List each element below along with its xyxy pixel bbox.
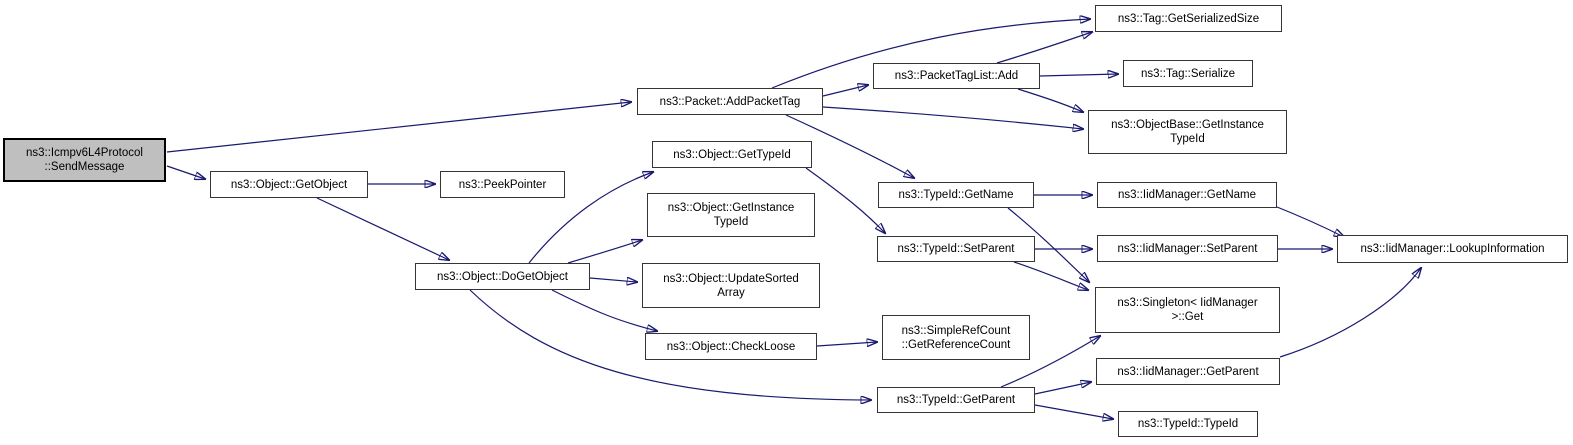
node-label: TypeId (713, 216, 749, 228)
node-label: ns3::IidManager::SetParent (1117, 242, 1258, 255)
node-iidmanager-getname[interactable]: ns3::IidManager::GetName (1097, 182, 1277, 208)
node-label: ns3::Object::DoGetObject (436, 270, 569, 283)
node-typeid-getname[interactable]: ns3::TypeId::GetName (878, 182, 1034, 208)
node-label: >::Get (1171, 311, 1204, 323)
edge-add-packet-tag-to-objectbase-get-instance-type-id (822, 106, 1083, 129)
edge-do-get-object-to-update-sorted-array (589, 278, 637, 282)
node-label: ns3::TypeId::GetName (898, 189, 1014, 201)
edge-do-get-object-to-type-id-get-parent (469, 289, 871, 400)
node-singleton-iidmanager-get[interactable]: ns3::Singleton< IidManager >::Get (1095, 287, 1280, 333)
node-label: ns3::TypeId::GetParent (896, 394, 1016, 406)
node-label: ns3::TypeId::SetParent (897, 243, 1015, 255)
node-object-gettypeid[interactable]: ns3::Object::GetTypeId (652, 141, 812, 168)
node-label: ns3::Singleton< IidManager (1117, 297, 1258, 309)
edge-type-id-get-parent-to-iid-manager-get-parent (1034, 382, 1091, 395)
node-typeid-setparent[interactable]: ns3::TypeId::SetParent (877, 236, 1035, 262)
edge-packet-tag-list-add-to-tag-serialize (1039, 74, 1118, 76)
node-label: ns3::Packet::AddPacketTag (659, 95, 801, 108)
node-peekpointer[interactable]: ns3::PeekPointer (440, 171, 565, 198)
edge-do-get-object-to-check-loose (551, 289, 657, 331)
edge-do-get-object-to-object-get-type-id (528, 172, 653, 264)
edge-send-message-to-get-object (166, 165, 205, 179)
node-tag-getserializedsize[interactable]: ns3::Tag::GetSerializedSize (1095, 5, 1282, 32)
node-iidmanager-getparent[interactable]: ns3::IidManager::GetParent (1096, 358, 1280, 385)
node-label: ns3::Tag::Serialize (1141, 67, 1235, 80)
node-object-getobject[interactable]: ns3::Object::GetObject (210, 171, 368, 198)
node-label: ns3::Object::GetObject (230, 178, 348, 191)
edge-type-id-get-parent-to-singleton-get (1000, 336, 1100, 388)
node-simplerefcount-getreferencecount[interactable]: ns3::SimpleRefCount ::GetReferenceCount (882, 315, 1030, 360)
node-label: ns3::ObjectBase::GetInstance (1111, 119, 1264, 131)
edge-add-packet-tag-to-type-id-get-name (785, 114, 914, 178)
node-label: ::GetReferenceCount (901, 338, 1011, 351)
edge-get-object-to-do-get-object (316, 197, 449, 260)
edge-packet-tag-list-add-to-tag-get-serialized-size (996, 32, 1092, 64)
node-iidmanager-setparent[interactable]: ns3::IidManager::SetParent (1097, 235, 1278, 262)
node-typeid-typeid[interactable]: ns3::TypeId::TypeId (1118, 411, 1258, 437)
node-label: ns3::IidManager::GetName (1117, 189, 1257, 201)
edge-type-id-get-parent-to-type-id-ctor (1034, 404, 1113, 419)
node-object-updatesortedarray[interactable]: ns3::Object::UpdateSorted Array (642, 263, 820, 308)
edge-type-id-get-name-to-singleton-get (1007, 207, 1089, 282)
edge-type-id-set-parent-to-singleton-get (1013, 261, 1088, 290)
node-label: ns3::PacketTagList::Add (894, 70, 1019, 82)
node-label: ns3::Object::CheckLoose (666, 340, 796, 353)
node-label: ns3::Object::GetInstance (667, 202, 795, 214)
node-label: ns3::Object::UpdateSorted (663, 272, 799, 285)
node-label: ns3::Object::GetTypeId (673, 148, 791, 161)
edge-send-message-to-add-packet-tag (166, 102, 631, 153)
node-label: ::SendMessage (44, 161, 125, 173)
node-typeid-getparent[interactable]: ns3::TypeId::GetParent (877, 387, 1035, 413)
node-label: Array (717, 286, 745, 299)
node-label: TypeId (1170, 133, 1205, 145)
node-packettaglist-add[interactable]: ns3::PacketTagList::Add (873, 63, 1040, 89)
node-object-checkloose[interactable]: ns3::Object::CheckLoose (645, 333, 817, 360)
edge-iid-manager-get-parent-to-lookup-information (1279, 268, 1421, 358)
edge-do-get-object-to-object-get-instance-type-id (567, 240, 642, 264)
node-label: ns3::Tag::GetSerializedSize (1117, 12, 1260, 25)
edge-iid-manager-get-name-to-lookup-information (1276, 206, 1344, 237)
node-packet-addpackettag[interactable]: ns3::Packet::AddPacketTag (637, 88, 823, 115)
node-label: ns3::IidManager::LookupInformation (1360, 243, 1545, 255)
node-object-getinstancetypeid[interactable]: ns3::Object::GetInstance TypeId (647, 193, 815, 237)
edge-object-get-type-id-to-type-id-set-parent (805, 167, 885, 233)
node-tag-serialize[interactable]: ns3::Tag::Serialize (1123, 60, 1253, 87)
node-object-dogetobject[interactable]: ns3::Object::DoGetObject (415, 263, 590, 290)
node-iidmanager-lookupinformation[interactable]: ns3::IidManager::LookupInformation (1337, 235, 1568, 263)
node-label: ns3::SimpleRefCount (901, 324, 1011, 337)
edge-add-packet-tag-to-packet-tag-list-add (822, 85, 868, 97)
node-objectbase-getinstancetypeid[interactable]: ns3::ObjectBase::GetInstance TypeId (1088, 110, 1287, 154)
node-label: ns3::TypeId::TypeId (1137, 418, 1239, 430)
edge-add-packet-tag-to-tag-get-serialized-size (771, 19, 1090, 89)
node-label: ns3::Icmpv6L4Protocol (26, 147, 143, 159)
edge-check-loose-to-simple-ref-count (816, 342, 877, 346)
node-label: ns3::PeekPointer (458, 178, 547, 191)
node-label: ns3::IidManager::GetParent (1117, 365, 1259, 378)
edge-packet-tag-list-add-to-objectbase-get-instance-type-id (1017, 88, 1083, 112)
node-icmpv6l4protocol-sendmessage: ns3::Icmpv6L4Protocol ::SendMessage (3, 138, 166, 182)
